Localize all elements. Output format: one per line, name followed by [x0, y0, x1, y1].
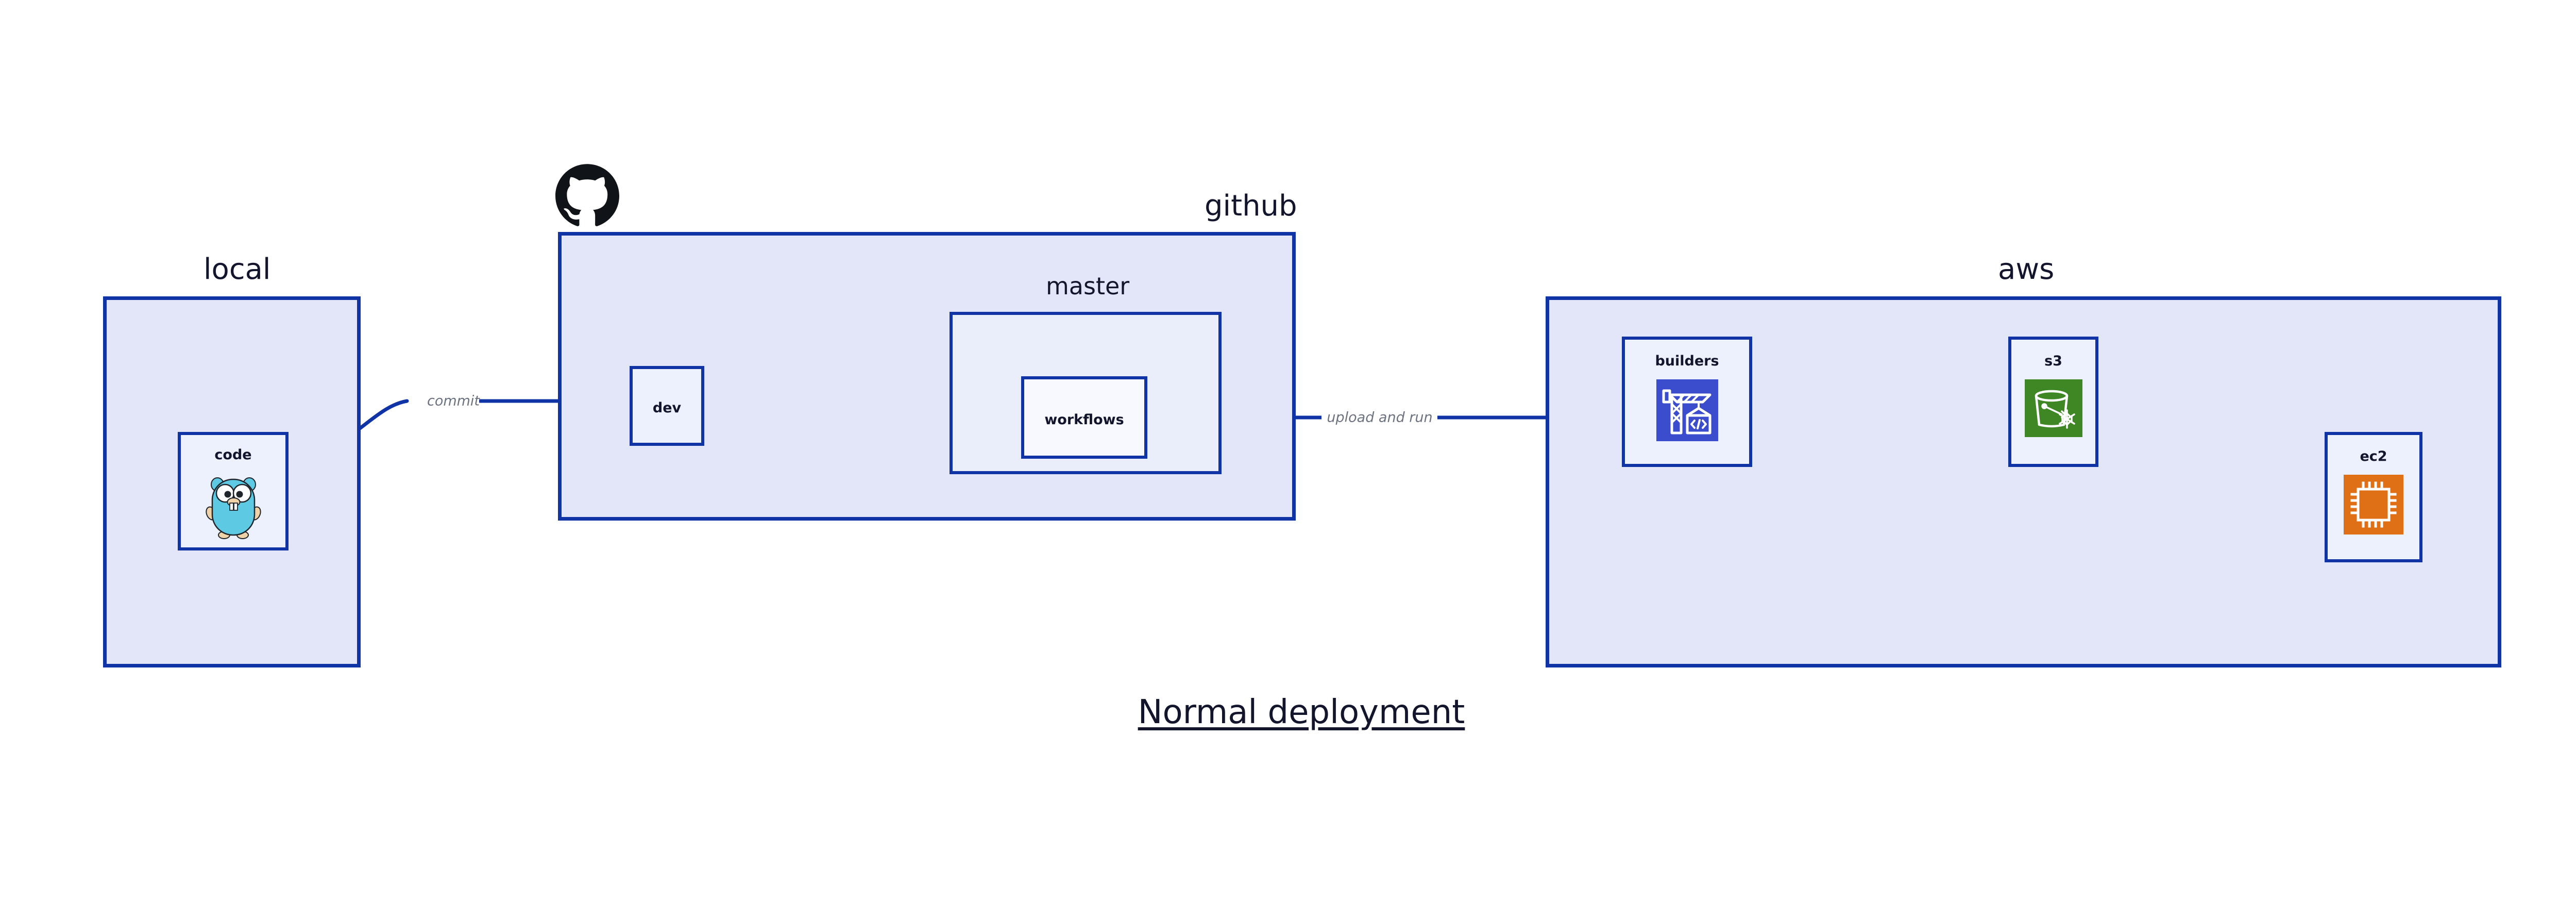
group-label-github: github	[1205, 189, 1297, 223]
node-label-dev: dev	[652, 400, 682, 416]
node-workflows[interactable]: workflows	[1021, 376, 1147, 459]
node-s3[interactable]: s3	[2008, 337, 2098, 467]
edge-label-commit: commit	[427, 393, 480, 409]
node-builders[interactable]: builders	[1622, 337, 1752, 467]
diagram-title: Normal deployment	[1138, 693, 1465, 731]
node-label-s3: s3	[2044, 353, 2062, 369]
github-octocat-icon	[555, 164, 619, 226]
node-dev[interactable]: dev	[630, 366, 704, 446]
aws-s3-bucket-icon	[2024, 379, 2082, 437]
node-ec2[interactable]: ec2	[2325, 432, 2422, 562]
node-code[interactable]: code	[178, 432, 289, 550]
node-label-workflows: workflows	[1044, 412, 1124, 428]
aws-builders-crane-icon	[1656, 379, 1718, 441]
node-label-builders: builders	[1655, 353, 1719, 369]
group-label-master: master	[1046, 272, 1130, 300]
edge-label-upload-and-run: upload and run	[1327, 409, 1433, 426]
group-label-aws: aws	[1998, 253, 2055, 286]
go-gopher-icon	[205, 477, 261, 539]
group-label-local: local	[204, 253, 271, 286]
node-label-code: code	[214, 447, 252, 463]
node-label-ec2: ec2	[2360, 448, 2387, 464]
aws-ec2-chip-icon	[2344, 475, 2403, 534]
